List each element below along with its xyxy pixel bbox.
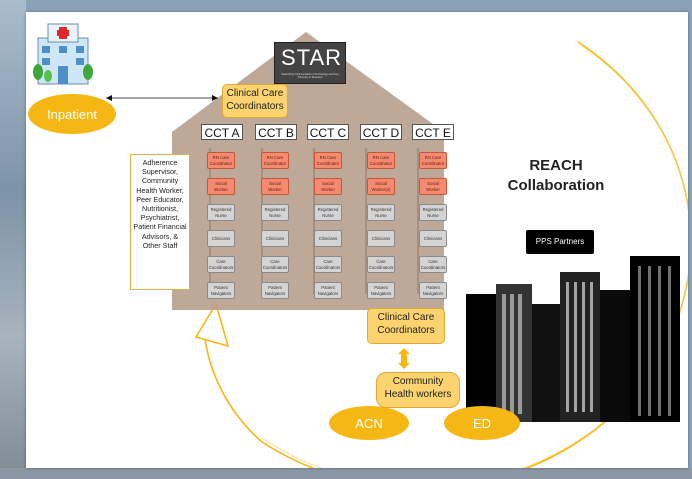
- cct-b-role: Patient Navigators: [261, 282, 289, 299]
- cct-c-role: Registered Nurse: [314, 204, 342, 221]
- clinical-care-coordinators-bottom: Clinical Care Coordinators: [367, 308, 445, 344]
- community-health-workers: Community Health workers: [376, 372, 460, 408]
- cct-c-header: CCT C: [307, 124, 349, 140]
- cct-c-role: RN Care Coordinator: [314, 152, 342, 169]
- cct-d-role: Patient Navigators: [367, 282, 395, 299]
- reach-collaboration-title: REACH Collaboration: [507, 157, 605, 194]
- cct-b-role: RN Care Coordinator: [261, 152, 289, 169]
- cct-a-role: Clinicians: [207, 230, 235, 247]
- cct-b-role: Social Worker: [261, 178, 289, 195]
- cct-c-role: Clinicians: [314, 230, 342, 247]
- cct-d-role: Registered Nurse: [367, 204, 395, 221]
- cct-e-role: Care Coordinators: [419, 256, 447, 273]
- cct-a-role: Registered Nurse: [207, 204, 235, 221]
- ed-node: ED: [444, 406, 520, 440]
- cct-a-header: CCT A: [201, 124, 243, 140]
- cct-c-role: Patient Navigators: [314, 282, 342, 299]
- hospital-icon: [33, 23, 93, 85]
- cct-d-role: Clinicians: [367, 230, 395, 247]
- cct-d-role: RN Care Coordinator: [367, 152, 395, 169]
- cct-b-role: Care Coordinators: [261, 256, 289, 273]
- cct-a-role: Patient Navigators: [207, 282, 235, 299]
- clinical-care-coordinators-top: Clinical Care Coordinators: [222, 84, 288, 118]
- pps-partners-label: PPS Partners: [526, 230, 594, 254]
- cct-b-role: Registered Nurse: [261, 204, 289, 221]
- support-staff-box: Adherence Supervisor, Community Health W…: [130, 154, 190, 290]
- cct-c-role: Care Coordinators: [314, 256, 342, 273]
- background-bottom-strip: [0, 468, 692, 479]
- cct-e-role: Registered Nurse: [419, 204, 447, 221]
- cct-a-role: Care Coordinators: [207, 256, 235, 273]
- cct-a-role: RN Care Coordinator: [207, 152, 235, 169]
- cct-b-header: CCT B: [255, 124, 297, 140]
- cct-connectors: [209, 148, 419, 294]
- star-logo-subtext: Maximizing Implementation of Technology …: [281, 73, 339, 79]
- background-photo-strip: [0, 0, 26, 479]
- star-logo-text: STAR: [281, 45, 343, 70]
- star-logo: STAR Maximizing Implementation of Techno…: [274, 42, 346, 84]
- cct-e-role: Clinicians: [419, 230, 447, 247]
- city-buildings-icon: [466, 256, 680, 422]
- acn-node: ACN: [329, 406, 409, 440]
- cct-e-header: CCT E: [412, 124, 454, 140]
- inpatient-node: Inpatient: [28, 94, 116, 134]
- cct-e-role: RN Care Coordinator: [419, 152, 447, 169]
- cct-e-role: Social Worker: [419, 178, 447, 195]
- cct-e-role: Patient Navigators: [419, 282, 447, 299]
- cct-a-role: Social Worker: [207, 178, 235, 195]
- slide: STAR Maximizing Implementation of Techno…: [26, 12, 688, 468]
- cct-c-role: Social Worker: [314, 178, 342, 195]
- cct-d-role: Social Worker(s): [367, 178, 395, 195]
- cct-b-role: Clinicians: [261, 230, 289, 247]
- cct-d-role: Care Coordinators: [367, 256, 395, 273]
- cct-d-header: CCT D: [360, 124, 402, 140]
